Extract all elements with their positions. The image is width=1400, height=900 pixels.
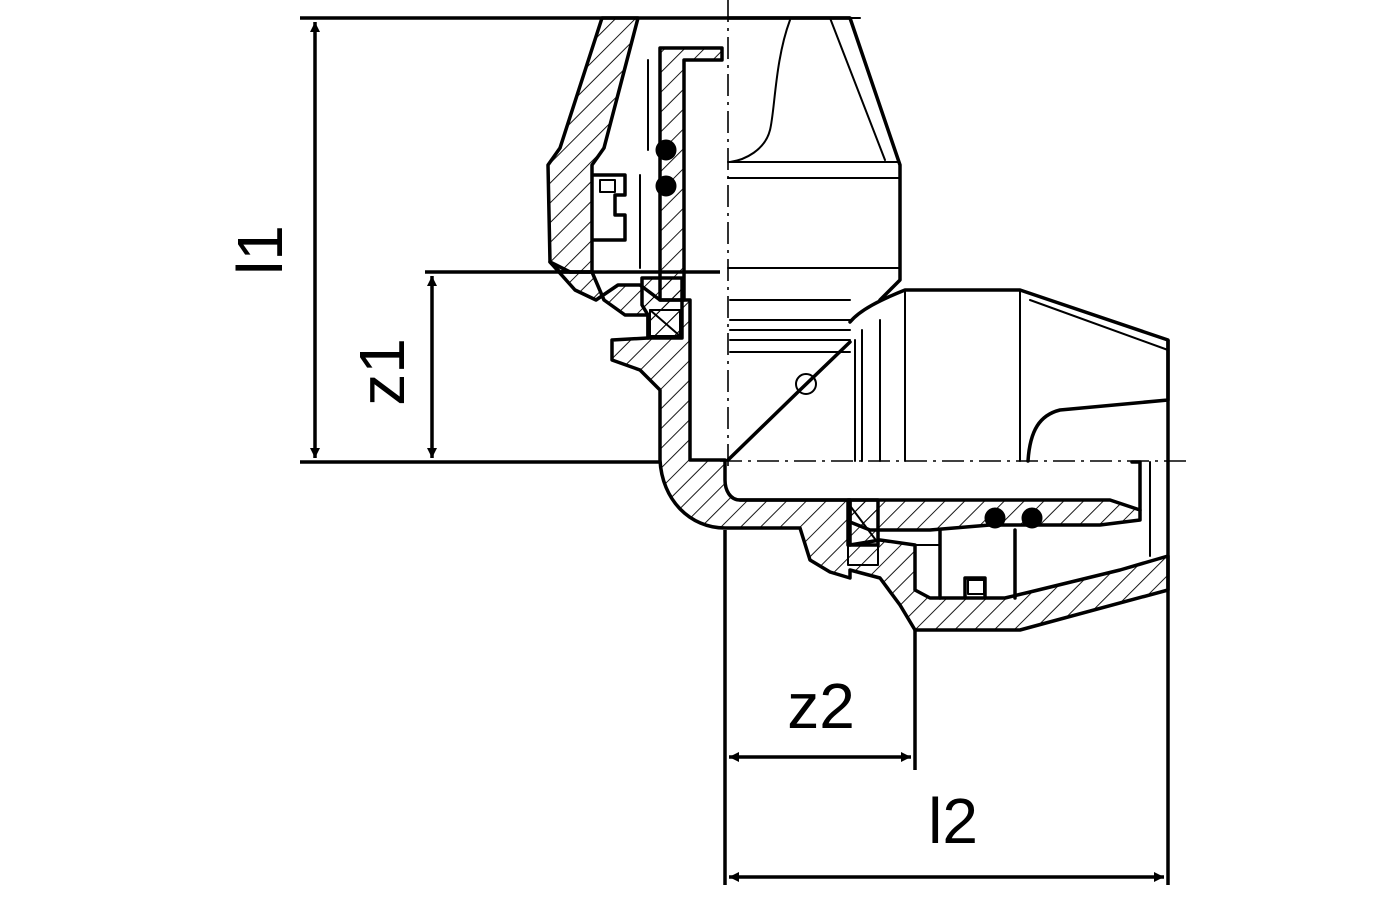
elbow-upper-nut-cross: [649, 309, 681, 337]
elbow-upper-nut-inner: [649, 309, 681, 337]
upper-sleeve-grip: [729, 19, 791, 163]
upper-o-ring-2: [655, 175, 677, 197]
upper-sleeve-taper: [829, 17, 886, 161]
right-branch: [738, 288, 1170, 600]
z1-label: z1: [346, 338, 418, 406]
right-retainer-slot: [967, 579, 985, 595]
upper-retainer: [592, 173, 627, 242]
upper-support-pipe: [658, 46, 724, 302]
right-lower-nut-cross: [847, 502, 879, 544]
upper-retainer-slot: [599, 179, 616, 193]
elbow-upper-nut: [640, 276, 684, 340]
right-lower-nut-inner: [847, 544, 879, 566]
l1-label: l1: [224, 225, 296, 275]
upper-sleeve-outline: [726, 16, 902, 302]
l2-label: l2: [928, 785, 978, 857]
right-end-cap: [1130, 460, 1142, 512]
right-o-ring-1: [984, 507, 1006, 529]
z2-label: z2: [787, 670, 855, 742]
right-retainer: [938, 528, 1017, 600]
dimension-lines: [300, 16, 1170, 885]
elbow-bore-bead: [795, 373, 817, 395]
right-o-ring-2: [1021, 507, 1043, 529]
upper-branch: [546, 16, 902, 302]
elbow-body: [548, 260, 1170, 632]
elbow-inner-bore: [726, 340, 852, 462]
upper-o-ring-1: [655, 139, 677, 161]
elbow-body-section: [548, 260, 1170, 632]
right-sleeve-outline: [848, 288, 1170, 463]
right-sleeve-taper: [1029, 299, 1169, 351]
